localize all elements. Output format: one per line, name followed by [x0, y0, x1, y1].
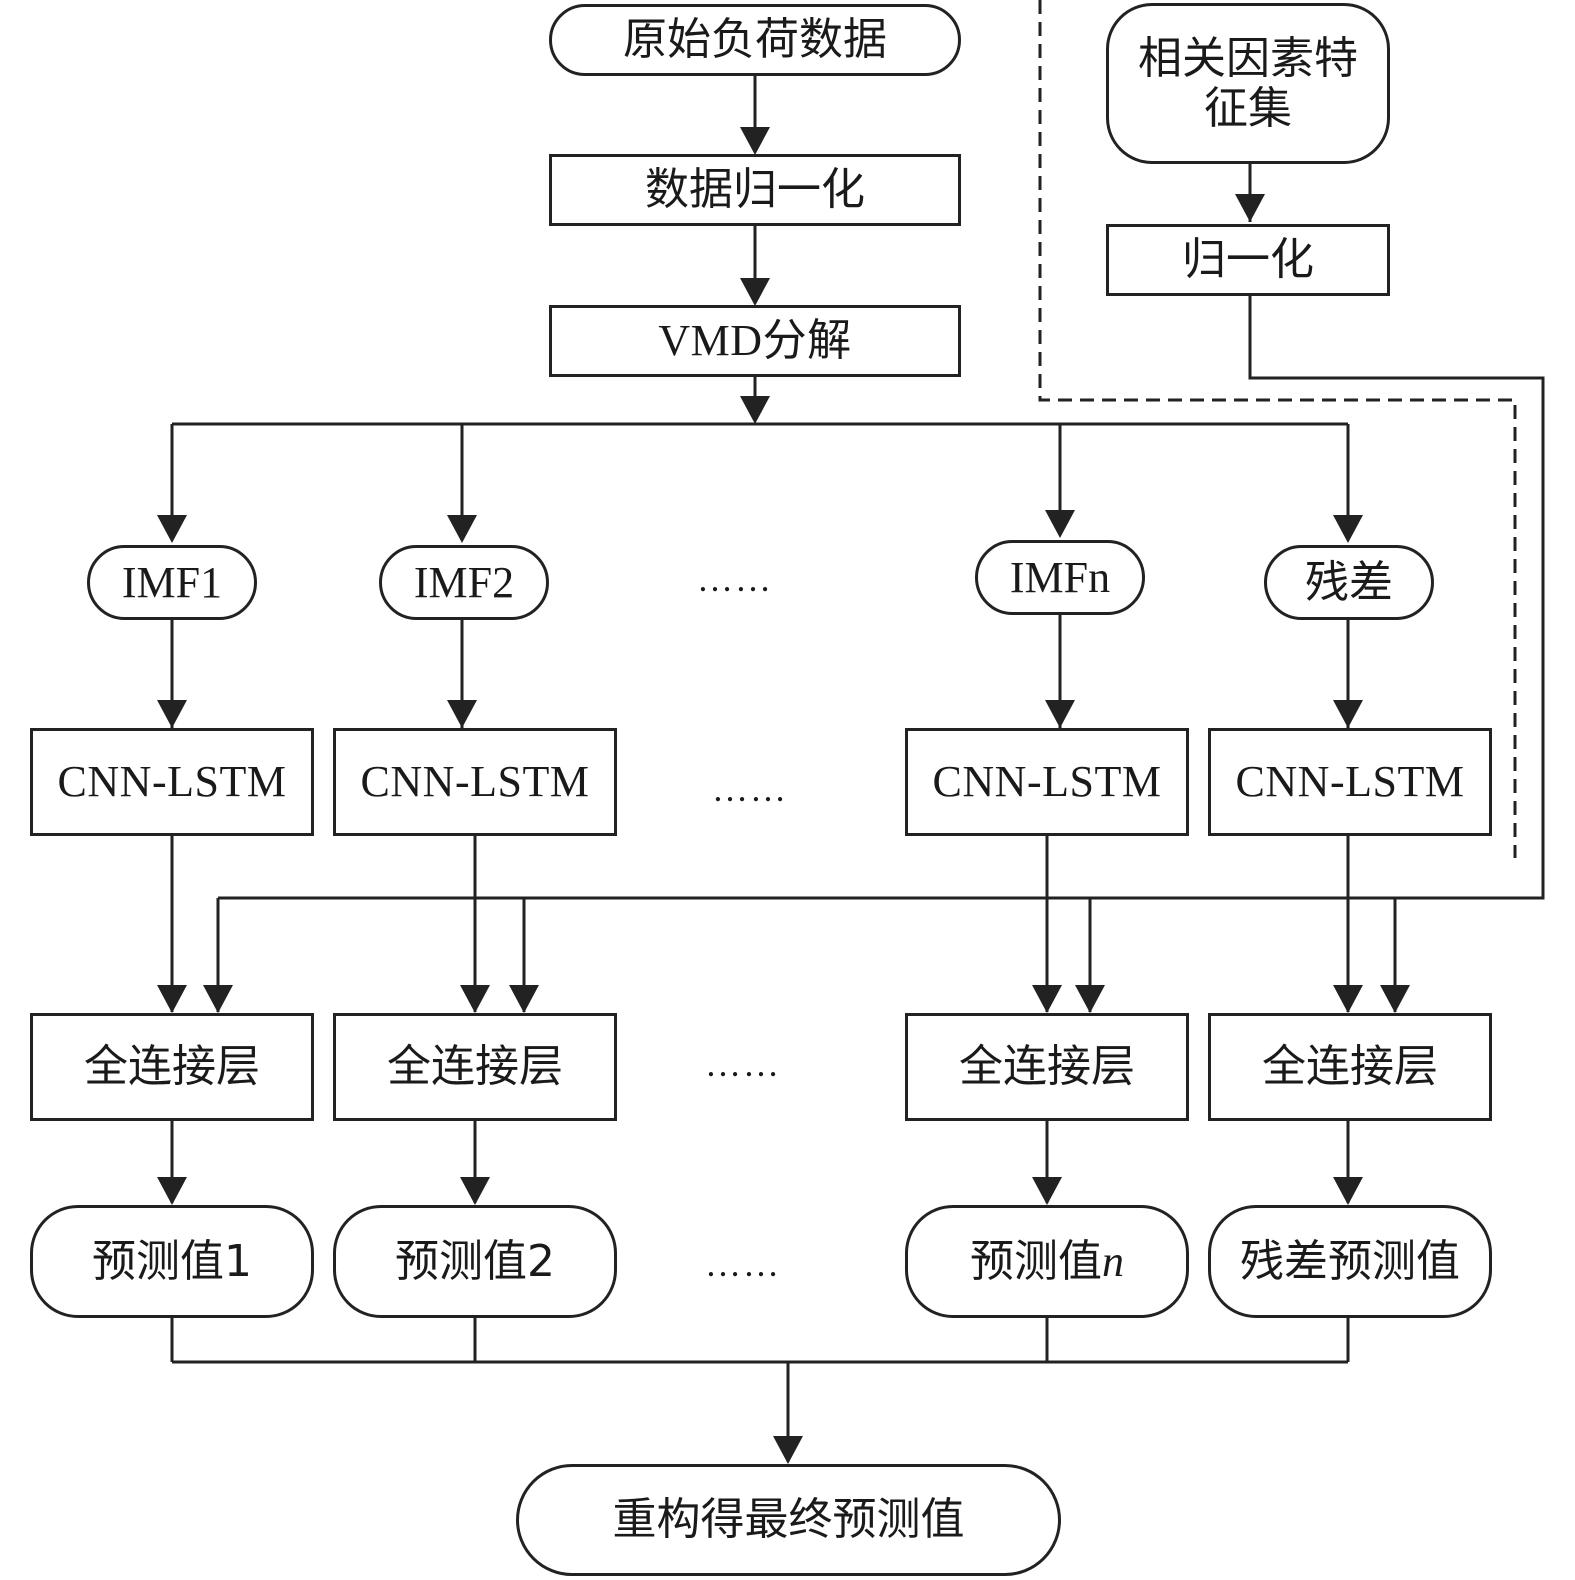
- arrowhead: [1032, 1177, 1062, 1205]
- cnn-lstm-2-node: CNN-LSTM: [333, 728, 617, 836]
- fc-layer-n-label: 全连接层: [959, 1041, 1135, 1093]
- factor-normalization-node: 归一化: [1106, 224, 1390, 296]
- related-factors-node: 相关因素特 征集: [1106, 3, 1390, 164]
- imf2-label: IMF2: [413, 557, 515, 607]
- prediction-n-variable: n: [1102, 1236, 1124, 1286]
- arrowhead: [1032, 985, 1062, 1013]
- prediction-n-label: 预测值n: [970, 1237, 1124, 1286]
- related-factors-label-line2: 征集: [1204, 82, 1292, 134]
- related-factors-label-line1: 相关因素特: [1138, 33, 1358, 85]
- arrowhead: [203, 985, 233, 1013]
- arrowhead: [1045, 700, 1075, 728]
- arrowhead: [740, 278, 770, 306]
- prediction-1-label: 预测值1: [92, 1235, 252, 1287]
- arrowhead: [1235, 194, 1265, 222]
- prediction-ellipsis: ……: [705, 1244, 781, 1284]
- arrowhead: [157, 1177, 187, 1205]
- arrowhead: [1045, 510, 1075, 538]
- fc-layer-residual-node: 全连接层: [1208, 1013, 1492, 1121]
- data-normalization-label: 数据归一化: [645, 164, 865, 216]
- imf-ellipsis: ……: [697, 559, 773, 599]
- arrowhead: [460, 1177, 490, 1205]
- vmd-decomposition-label: VMD分解: [658, 316, 852, 366]
- imf2-node: IMF2: [379, 545, 549, 620]
- cnn-lstm-n-node: CNN-LSTM: [905, 728, 1189, 836]
- arrowhead: [157, 700, 187, 728]
- prediction-n-node: 预测值n: [905, 1205, 1189, 1318]
- final-reconstruction-label: 重构得最终预测值: [612, 1494, 965, 1546]
- prediction-n-prefix: 预测值: [970, 1235, 1102, 1287]
- dashed-region-border: [1038, 0, 1517, 858]
- vmd-decomposition-node: VMD分解: [549, 305, 961, 377]
- imf1-node: IMF1: [87, 545, 257, 620]
- arrowheads: [157, 127, 1410, 1464]
- arrowhead: [460, 985, 490, 1013]
- residual-prediction-node: 残差预测值: [1208, 1205, 1492, 1318]
- arrowhead: [740, 396, 770, 424]
- arrowhead: [740, 127, 770, 155]
- cnn-lstm-n-label: CNN-LSTM: [932, 757, 1162, 807]
- residual-label: 残差: [1305, 556, 1393, 608]
- imfn-node: IMFn: [975, 540, 1145, 615]
- raw-load-data-label: 原始负荷数据: [623, 14, 887, 66]
- arrowhead: [157, 515, 187, 543]
- raw-load-data-node: 原始负荷数据: [549, 4, 961, 76]
- cnn-lstm-1-label: CNN-LSTM: [57, 757, 287, 807]
- cnn-lstm-residual-node: CNN-LSTM: [1208, 728, 1492, 836]
- fc-layer-2-node: 全连接层: [333, 1013, 617, 1121]
- cnn-ellipsis: ……: [712, 769, 788, 809]
- residual-node: 残差: [1264, 545, 1434, 620]
- cnn-lstm-1-node: CNN-LSTM: [30, 728, 314, 836]
- arrowhead: [157, 985, 187, 1013]
- factor-normalization-label: 归一化: [1182, 234, 1314, 286]
- imfn-label: IMFn: [1009, 552, 1111, 602]
- arrowhead: [1333, 1177, 1363, 1205]
- arrowhead: [773, 1436, 803, 1464]
- cnn-lstm-residual-label: CNN-LSTM: [1235, 757, 1465, 807]
- fc-layer-2-label: 全连接层: [387, 1041, 563, 1093]
- arrowhead: [447, 700, 477, 728]
- arrowhead: [1333, 985, 1363, 1013]
- arrowhead: [509, 985, 539, 1013]
- fc-ellipsis: ……: [705, 1044, 781, 1084]
- arrowhead: [1333, 515, 1363, 543]
- cnn-lstm-2-label: CNN-LSTM: [360, 757, 590, 807]
- arrowhead: [1075, 985, 1105, 1013]
- imf1-label: IMF1: [121, 557, 223, 607]
- data-normalization-node: 数据归一化: [549, 154, 961, 226]
- arrowhead: [447, 515, 477, 543]
- residual-prediction-label: 残差预测值: [1240, 1235, 1460, 1287]
- prediction-1-node: 预测值1: [30, 1205, 314, 1318]
- arrowhead: [1380, 985, 1410, 1013]
- fc-layer-1-label: 全连接层: [84, 1041, 260, 1093]
- prediction-2-label: 预测值2: [395, 1235, 555, 1287]
- fc-layer-n-node: 全连接层: [905, 1013, 1189, 1121]
- final-reconstruction-node: 重构得最终预测值: [516, 1464, 1061, 1576]
- fc-layer-residual-label: 全连接层: [1262, 1041, 1438, 1093]
- fc-layer-1-node: 全连接层: [30, 1013, 314, 1121]
- arrowhead: [1333, 700, 1363, 728]
- prediction-2-node: 预测值2: [333, 1205, 617, 1318]
